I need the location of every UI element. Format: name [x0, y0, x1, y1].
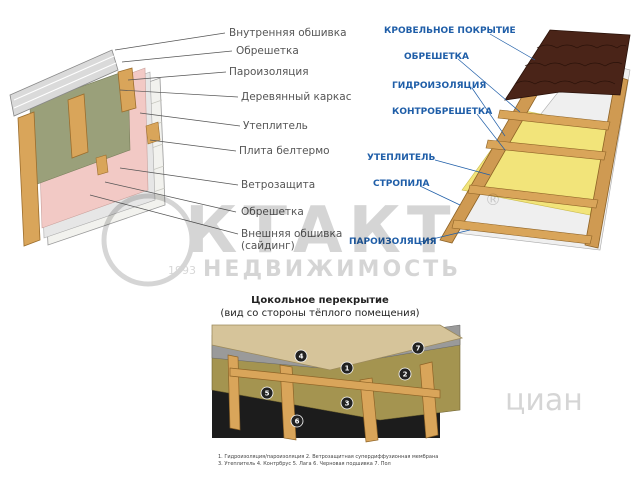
wall-label-siding: Внешняя обшивка	[241, 228, 342, 240]
wall-label-siding-note: (сайдинг)	[241, 240, 295, 252]
watermark-tagline: НЕДВИЖИМОСТЬ	[203, 257, 461, 282]
roof-section-drawing	[439, 29, 631, 251]
roof-label-rafters: СТРОПИЛА	[373, 179, 430, 189]
roof-batten	[467, 184, 599, 209]
roof-batten	[497, 109, 611, 131]
floor-legend-line1: 1. Гидроизоляция/пароизоляция 2. Ветроза…	[218, 454, 438, 460]
roof-batten	[451, 219, 593, 245]
roof-label-batten: ОБРЕШЕТКА	[404, 52, 469, 62]
floor-cross-beam	[229, 367, 441, 399]
wall-frame-post-mid	[67, 93, 89, 159]
svg-text:2: 2	[403, 371, 408, 379]
floor-plywood	[211, 324, 464, 371]
floor-marker-2: 2	[398, 367, 412, 381]
watermark-corner: циан	[505, 383, 583, 418]
wall-batten	[95, 154, 109, 176]
floor-marker-6: 6	[290, 414, 304, 428]
wall-label-insulation: Утеплитель	[243, 120, 308, 132]
watermark-reg: ®	[485, 190, 501, 209]
roof-tile-rows	[514, 44, 627, 85]
floor-marker-5: 5	[260, 386, 274, 400]
watermark-year: 1993	[168, 264, 196, 277]
roof-label-covering: КРОВЕЛЬНОЕ ПОКРЫТИЕ	[384, 26, 516, 36]
floor-subtitle: (вид со стороны тёплого помещения)	[220, 308, 419, 319]
wall-frame-post-left	[17, 111, 41, 247]
svg-text:4: 4	[299, 353, 304, 361]
watermark-brand: КТАКТ	[185, 194, 456, 268]
floor-marker-3: 3	[340, 396, 354, 410]
wall-section-drawing	[9, 49, 166, 247]
svg-text:3: 3	[345, 400, 350, 408]
roof-leader-lines	[419, 33, 536, 243]
wall-label-frame: Деревянный каркас	[241, 91, 352, 103]
roof-label-counter-batten: КОНТРОБРЕШЕТКА	[392, 107, 492, 117]
floor-marker-7: 7	[411, 341, 425, 355]
svg-text:5: 5	[265, 390, 270, 398]
wall-label-vapour: Пароизоляция	[229, 66, 309, 78]
wall-frame-post-right	[117, 67, 137, 113]
svg-text:6: 6	[295, 418, 300, 426]
wall-label-plate: Плита белтермо	[239, 145, 330, 157]
roof-batten	[485, 139, 607, 161]
wall-label-batten-outer: Обрешетка	[241, 206, 304, 218]
floor-marker-4: 4	[294, 349, 308, 363]
floor-title: Цокольное перекрытие	[251, 295, 389, 306]
wall-leader-lines	[89, 32, 241, 235]
wall-label-batten: Обрешетка	[236, 45, 299, 57]
floor-joist	[359, 377, 379, 443]
wall-label-inner-lining: Внутренняя обшивка	[229, 27, 347, 39]
floor-section-drawing	[211, 324, 464, 443]
svg-text:7: 7	[416, 345, 421, 353]
watermark-circle	[101, 193, 195, 287]
watermark: КТАКТ ® 1993 НЕДВИЖИМОСТЬ циан	[101, 190, 583, 418]
roof-label-waterproofing: ГИДРОИЗОЛЯЦИЯ	[392, 81, 486, 91]
floor-joist	[227, 354, 241, 431]
svg-text:1: 1	[345, 365, 350, 373]
roof-label-vapour: ПАРОИЗОЛЯЦИЯ	[349, 237, 437, 247]
wall-batten	[145, 121, 161, 145]
roof-label-insulation: УТЕПЛИТЕЛЬ	[367, 153, 436, 163]
floor-marker-1: 1	[340, 361, 354, 375]
wall-label-windproof: Ветрозащита	[241, 179, 315, 191]
floor-joist	[419, 361, 439, 439]
floor-legend-line2: 3. Утеплитель 4. Контрбрус 5. Лага 6. Че…	[218, 461, 391, 467]
